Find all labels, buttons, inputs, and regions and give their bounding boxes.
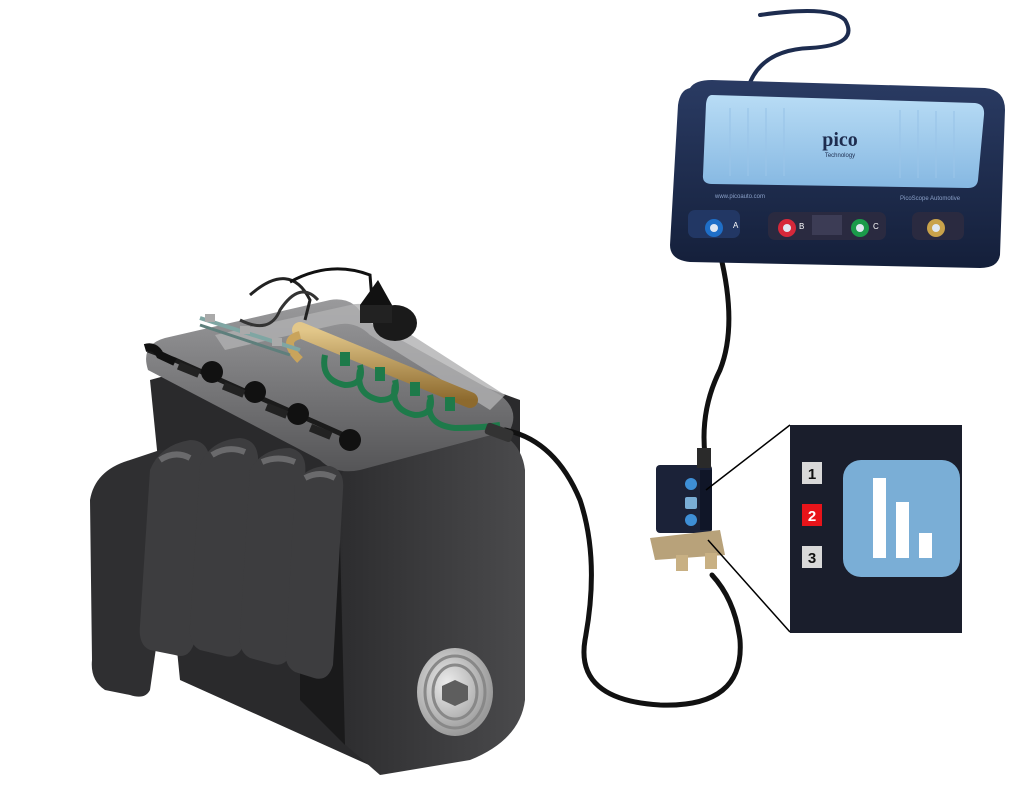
scope-brand-sub: Technology [825,153,855,159]
mode-label-1: 1 [808,466,816,483]
engine [90,267,525,775]
callout-line [707,539,791,633]
warning-label [812,215,842,235]
mode-button-1[interactable]: 1 [802,462,822,484]
map-sensor [360,280,417,341]
fitting-nozzle [705,553,717,569]
hose [143,343,177,366]
coil-cap [287,403,309,425]
mode-icon [685,514,697,526]
sensor-to-engine-cable [502,427,743,708]
coil-cap [339,429,361,451]
picoscope: pico Technology www.picoauto.com PicoSco… [670,80,1005,268]
channel-port-a[interactable]: A [688,210,740,238]
bar-chart-icon [843,460,960,577]
sensor-to-scope-cable [701,232,732,458]
probe-connector [484,422,514,443]
pipes [199,267,374,357]
channel-label-c: C [873,222,879,231]
coil-cap [244,381,266,403]
mode-label-3: 3 [808,550,816,567]
callout-line [705,424,791,491]
scope-top-panel [702,95,985,188]
adapter-body [656,465,712,533]
mode-button-2[interactable]: 2 [802,504,822,526]
channel-port-d[interactable] [912,212,964,240]
adapter-connector [697,448,711,468]
scope-brand: pico [822,129,858,151]
channel-label-b: B [799,222,804,231]
valve-cover-ridge [215,303,505,410]
sensor-zoom-panel: 1 2 3 [790,425,962,633]
sensor-adapter [650,448,725,571]
scope-website: www.picoauto.com [714,194,765,200]
adapter-fitting [650,530,725,560]
scope-model: PicoScope Automotive [900,196,961,202]
power-icon [685,478,697,490]
fitting-nozzle [676,555,688,571]
channel-label-a: A [733,221,739,230]
channel-port-c[interactable]: C [851,219,879,237]
mode-label-2: 2 [808,508,816,525]
manifold [90,438,344,697]
scope-ribs [729,108,955,178]
crank-pulley [417,648,493,736]
usb-cable [746,9,851,90]
coil-cap [201,361,223,383]
fuel-rail [286,322,501,432]
bar-chart-icon [685,497,697,509]
mode-button-3[interactable]: 3 [802,546,822,568]
